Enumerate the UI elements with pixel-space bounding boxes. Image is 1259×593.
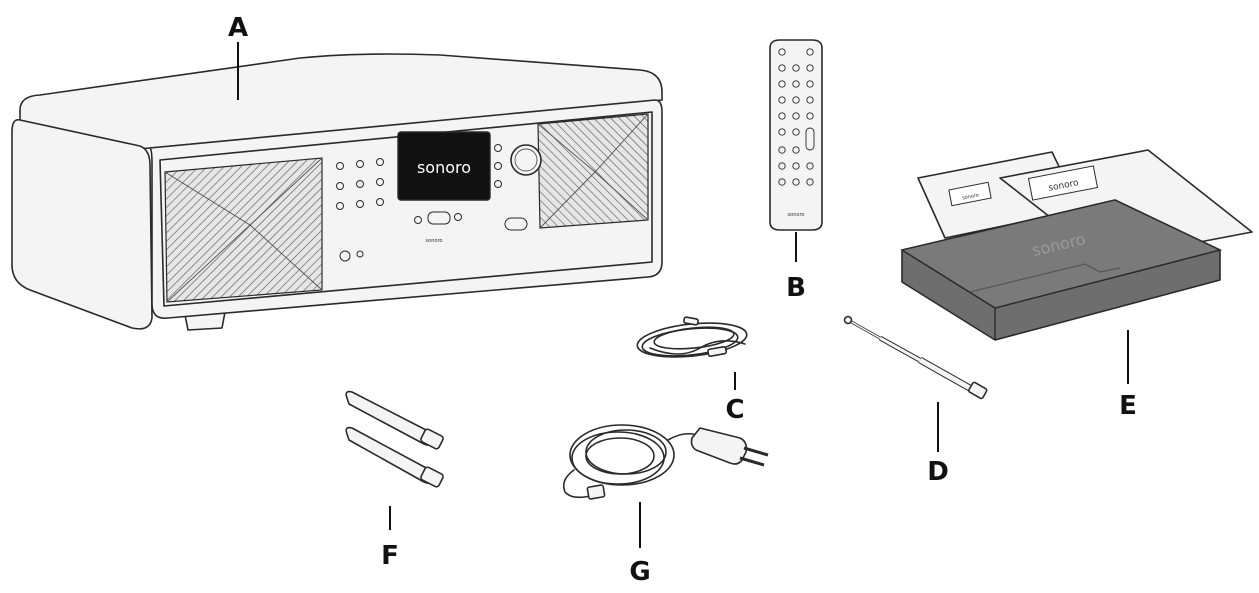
radio-display	[397, 131, 491, 201]
wifi-antennas-icon	[345, 390, 444, 488]
callout-g: G	[629, 557, 650, 587]
callout-a: A	[228, 13, 248, 43]
coaxial-cable-icon	[636, 316, 748, 358]
callout-d: D	[927, 457, 949, 487]
card-back-logo: sonoro	[962, 192, 980, 201]
radio-display-logo: sonoro	[417, 158, 471, 177]
remote-logo: sonoro	[788, 212, 805, 218]
telescopic-antenna-icon	[843, 315, 988, 400]
callout-b: B	[786, 273, 806, 303]
power-cable-icon	[562, 424, 769, 500]
radio-unit-icon: sonoro sonoro	[11, 53, 663, 331]
remote-control-icon: sonoro	[769, 39, 823, 231]
callout-c: C	[725, 395, 744, 425]
radio-panel-logo: sonoro	[426, 238, 443, 244]
callout-f: F	[381, 541, 399, 571]
gift-box-icon: sonoro sonoro sonoro	[900, 149, 1253, 341]
callout-e: E	[1119, 391, 1137, 421]
radio-button-panel	[336, 144, 528, 262]
